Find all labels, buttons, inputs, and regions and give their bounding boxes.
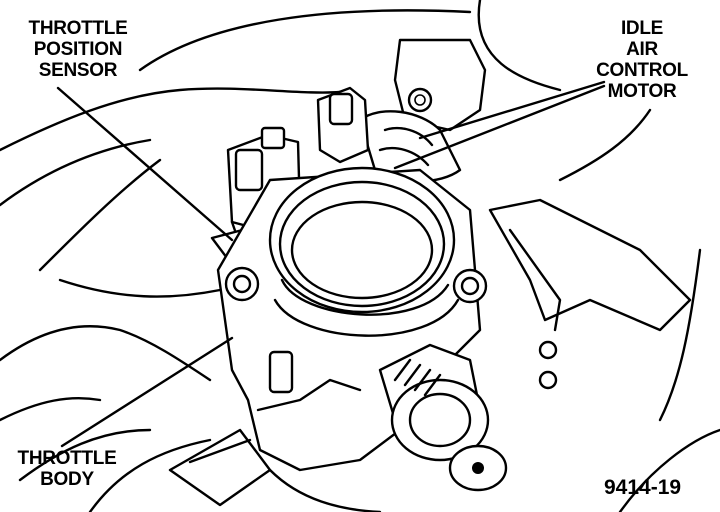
iac-leader-line-1	[418, 80, 606, 140]
label-line: AIR	[626, 39, 658, 60]
label-line: POSITION	[33, 39, 123, 60]
tps-leader-line	[56, 86, 234, 242]
label-line: THROTTLE	[28, 18, 128, 39]
iac-motor-housing	[316, 38, 487, 183]
label-line: SENSOR	[38, 60, 118, 81]
label-line: THROTTLE	[17, 448, 117, 469]
lower-hose	[168, 428, 382, 512]
throttle-body-label: THROTTLE BODY	[10, 448, 124, 490]
idle-air-control-motor-label: IDLE AIR CONTROL MOTOR	[586, 18, 698, 102]
throttle-linkage	[378, 198, 692, 492]
label-line: BODY	[40, 469, 94, 490]
label-line: CONTROL	[596, 60, 688, 81]
throttle-position-sensor-label: THROTTLE POSITION SENSOR	[16, 18, 140, 81]
label-line: IDLE	[620, 18, 664, 39]
iac-leader-line-2	[393, 84, 606, 170]
figure-number: 9414-19	[604, 476, 682, 499]
label-line: MOTOR	[607, 81, 677, 102]
leader-lines	[56, 80, 606, 448]
throttle-body-leader-line	[60, 336, 234, 448]
